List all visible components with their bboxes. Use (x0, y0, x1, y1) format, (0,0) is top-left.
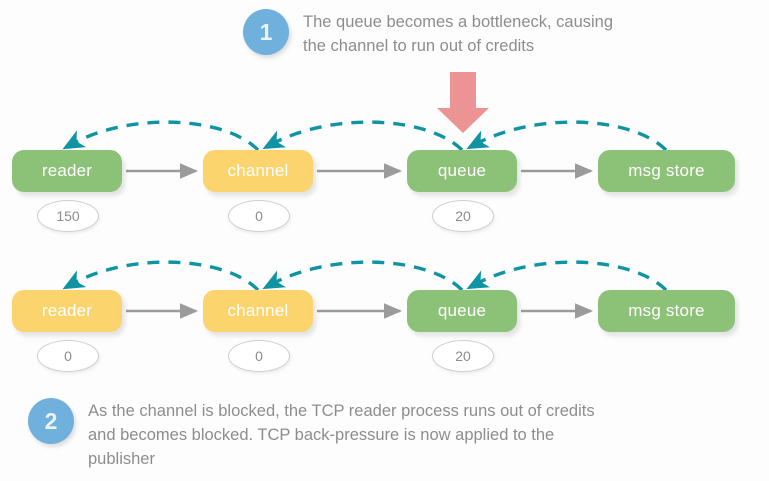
node-label: msg store (628, 301, 705, 320)
node-label: reader (41, 301, 93, 320)
node-label: channel (227, 301, 289, 320)
node-row1-channel[interactable]: channel (203, 150, 313, 192)
node-row2-msg-store[interactable]: msg store (598, 290, 735, 332)
node-row1-msg-store[interactable]: msg store (598, 150, 735, 192)
step-2-badge: 2 (28, 398, 74, 444)
credits-row1-reader: 150 (37, 200, 99, 232)
step-2-text: As the channel is blocked, the TCP reade… (88, 402, 595, 468)
node-row1-reader[interactable]: reader (12, 150, 122, 192)
step-1-badge: 1 (243, 9, 289, 55)
node-row2-channel[interactable]: channel (203, 290, 313, 332)
node-row2-queue[interactable]: queue (407, 290, 517, 332)
node-label: queue (437, 161, 487, 180)
row-2-credit-arcs (62, 260, 668, 292)
step-2-callout: 2 As the channel is blocked, the TCP rea… (28, 398, 595, 471)
step-1-text: The queue becomes a bottleneck, causing … (303, 13, 614, 55)
credits-row1-queue: 20 (432, 200, 494, 232)
node-label: queue (437, 301, 487, 320)
node-label: msg store (628, 161, 705, 180)
credits-row2-reader: 0 (37, 340, 99, 372)
node-label: channel (227, 161, 289, 180)
row-1-credit-arcs (62, 120, 668, 152)
credits-row1-channel: 0 (228, 200, 290, 232)
credits-row2-channel: 0 (228, 340, 290, 372)
node-label: reader (41, 161, 93, 180)
credits-row2-queue: 20 (432, 340, 494, 372)
node-row1-queue[interactable]: queue (407, 150, 517, 192)
step-1-callout: 1 The queue becomes a bottleneck, causin… (243, 9, 613, 58)
node-row2-reader[interactable]: reader (12, 290, 122, 332)
alert-down-arrow-icon (437, 72, 489, 133)
